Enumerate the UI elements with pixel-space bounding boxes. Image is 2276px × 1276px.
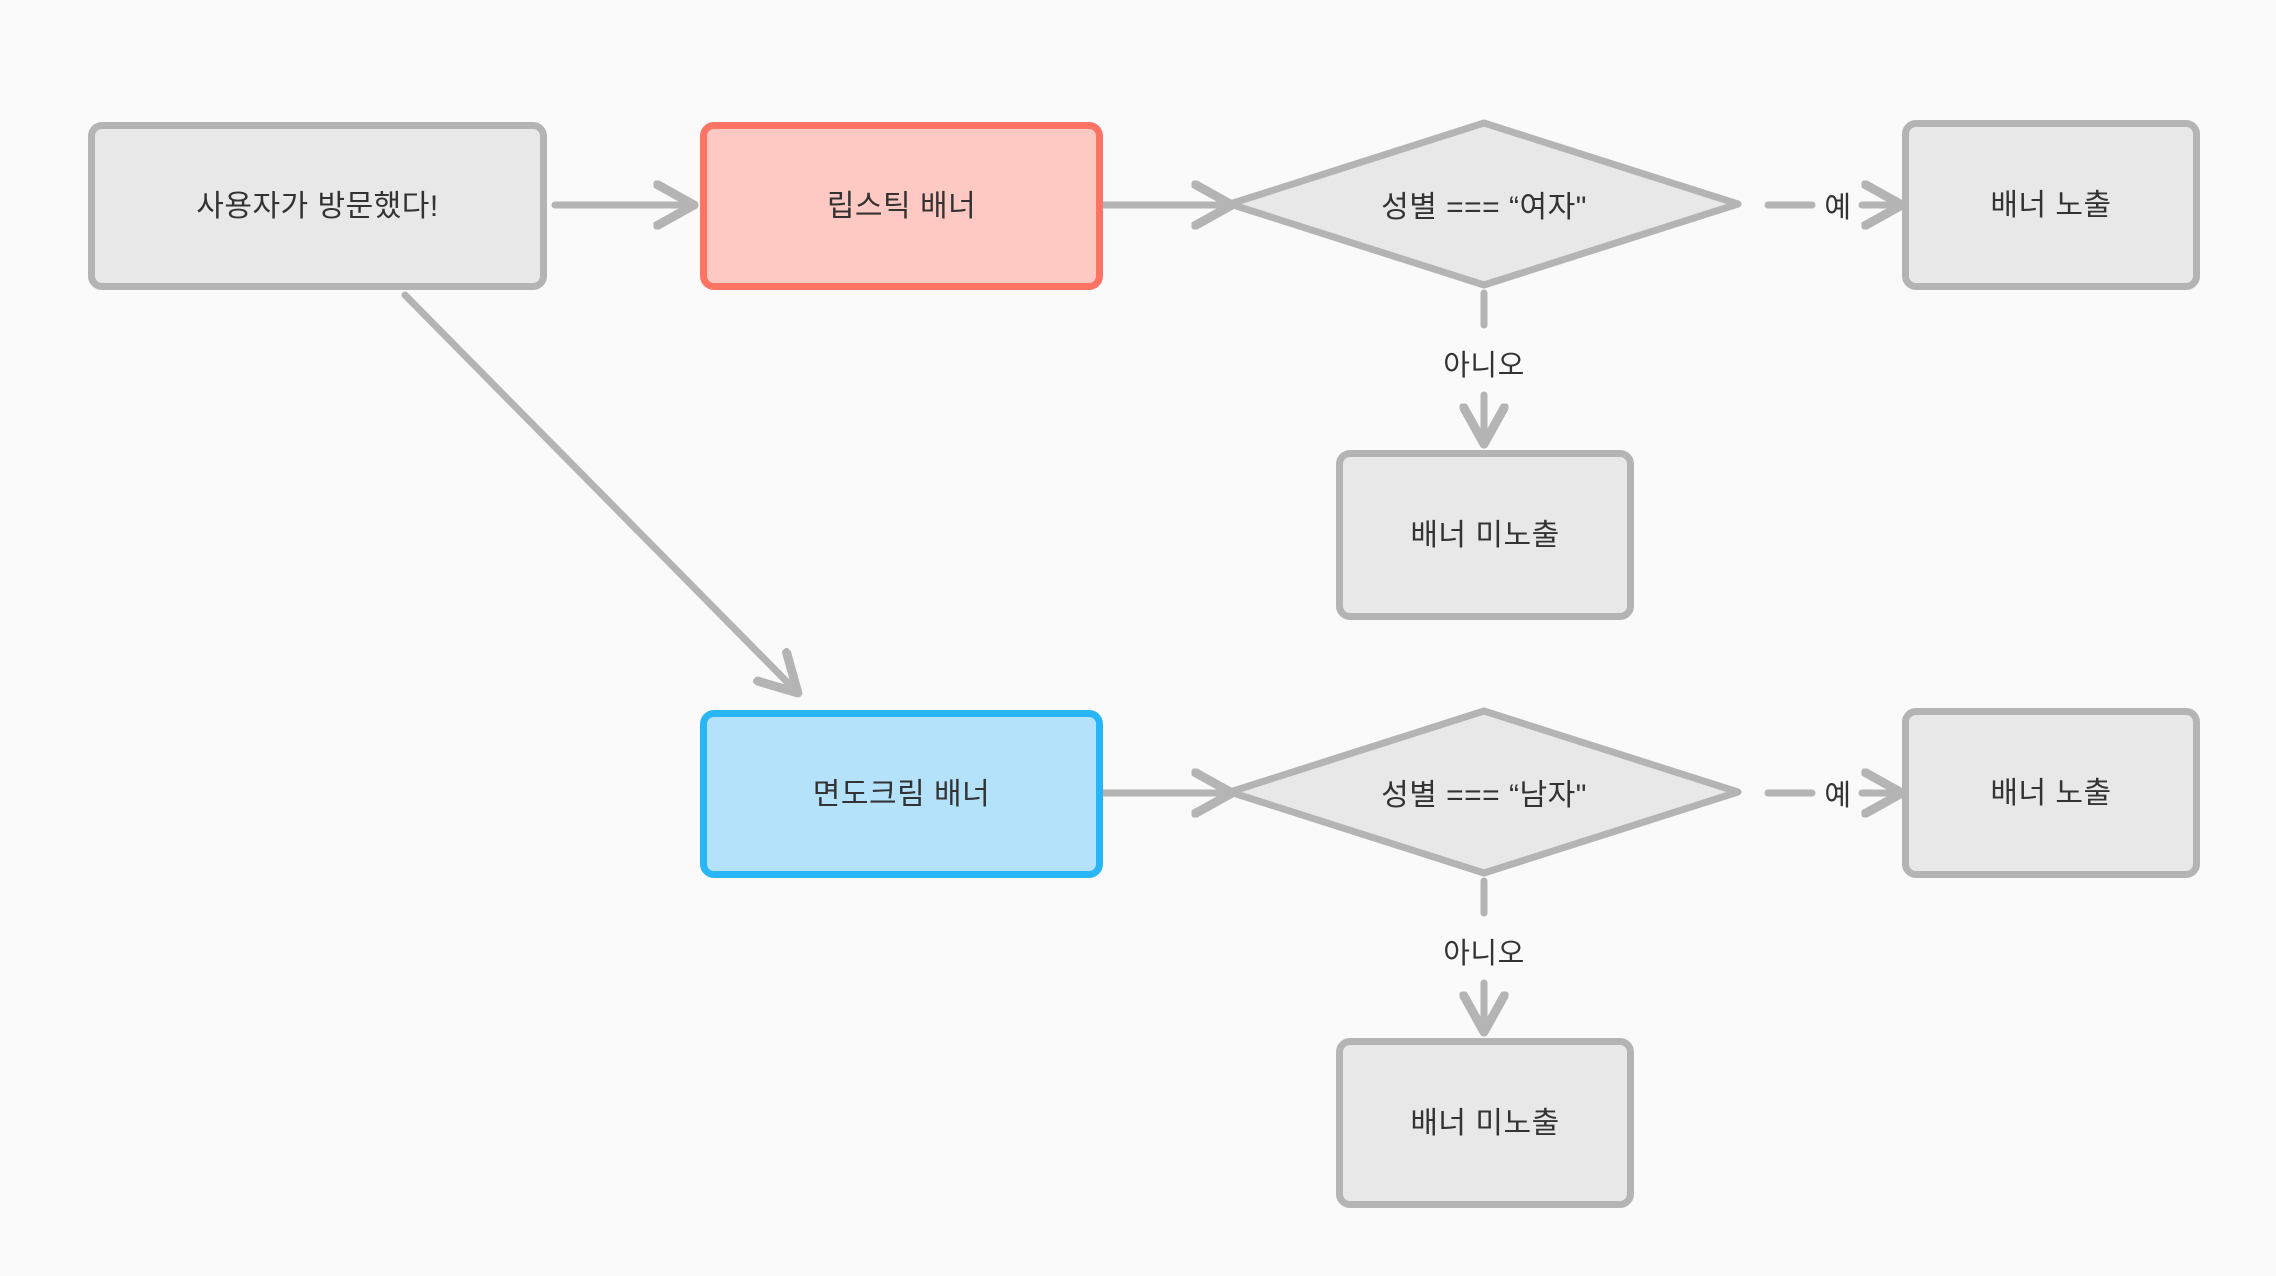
node-shaving-cream-banner[interactable]: 면도크림 배너 xyxy=(700,710,1103,878)
node-lipstick-banner-label: 립스틱 배너 xyxy=(826,189,977,223)
node-hide-banner-female-label: 배너 미노출 xyxy=(1410,518,1560,552)
node-decision-male[interactable]: 성별 === “남자" xyxy=(1222,706,1746,878)
edge-label-male-yes: 예 xyxy=(1824,780,1852,812)
diamond-shape-male xyxy=(1226,707,1742,877)
node-decision-female-label: 성별 === “여자" xyxy=(1381,191,1587,224)
node-shaving-cream-banner-label: 면도크림 배너 xyxy=(812,777,991,811)
edge-label-female-no: 아니오 xyxy=(1443,350,1525,382)
node-hide-banner-female[interactable]: 배너 미노출 xyxy=(1336,450,1634,620)
node-user-visited[interactable]: 사용자가 방문했다! xyxy=(88,122,547,290)
node-show-banner-female-label: 배너 노출 xyxy=(1990,188,2112,222)
node-decision-male-label: 성별 === “남자" xyxy=(1381,779,1587,812)
node-hide-banner-male-label: 배너 미노출 xyxy=(1410,1106,1560,1140)
node-show-banner-female[interactable]: 배너 노출 xyxy=(1902,120,2200,290)
node-show-banner-male-label: 배너 노출 xyxy=(1990,776,2112,810)
edge-label-female-yes: 예 xyxy=(1824,192,1852,224)
node-show-banner-male[interactable]: 배너 노출 xyxy=(1902,708,2200,878)
node-decision-female[interactable]: 성별 === “여자" xyxy=(1222,118,1746,290)
edge-label-male-no: 아니오 xyxy=(1443,938,1525,970)
node-user-visited-label: 사용자가 방문했다! xyxy=(196,189,439,223)
node-lipstick-banner[interactable]: 립스틱 배너 xyxy=(700,122,1103,290)
diamond-shape-female xyxy=(1226,119,1742,289)
node-hide-banner-male[interactable]: 배너 미노출 xyxy=(1336,1038,1634,1208)
edge-visit-to-shaving xyxy=(401,291,795,690)
